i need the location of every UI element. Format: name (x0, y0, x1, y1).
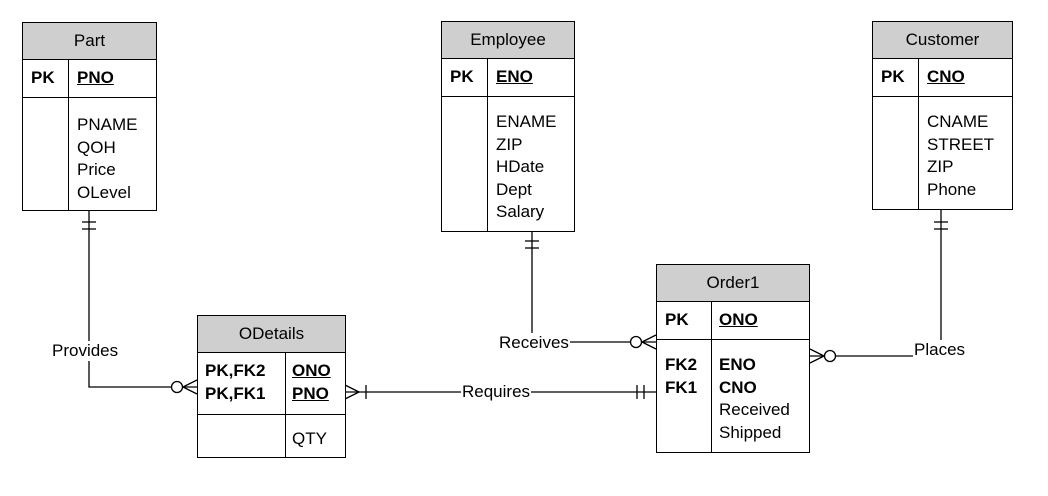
order1-fk-field-eno: ENO (719, 355, 756, 374)
employee-attributes: ENAME ZIP HDate Dept Salary (496, 111, 556, 224)
employee-attr-salary: Salary (496, 202, 545, 221)
part-attr-pname: PNAME (77, 115, 138, 134)
employee-attr-dept: Dept (496, 179, 532, 199)
part-attr-qoh: QOH (77, 137, 116, 157)
odetails-attributes: QTY (292, 428, 327, 451)
customer-attr-phone: Phone (927, 179, 977, 199)
receives-order-crowfoot (641, 334, 657, 350)
customer-attr-street: STREET (927, 134, 995, 154)
odetails-key-labels: PK,FK2 PK,FK1 (205, 360, 265, 405)
order1-entity[interactable]: Order1 PK ONO FK2 FK1 ENO CNO Received S… (656, 264, 810, 453)
odetails-title: ODetails (198, 316, 345, 353)
order1-pk-label: PK (665, 310, 689, 329)
employee-pk-label: PK (450, 67, 474, 86)
relationship-label-provides: Provides (51, 341, 120, 361)
customer-pk-field: CNO (927, 67, 965, 86)
employee-attr-ename: ENAME (496, 112, 557, 131)
order1-attributes: ENO CNO Received Shipped (719, 354, 790, 444)
order1-title: Order1 (657, 265, 809, 302)
customer-entity[interactable]: Customer PK CNO CNAME STREET ZIP Phone (872, 21, 1013, 210)
provides-odetails-circle (170, 380, 184, 394)
part-title: Part (23, 23, 156, 60)
order1-pk-field: ONO (719, 310, 758, 329)
employee-pk-field: ENO (496, 67, 533, 86)
receives-order-circle (629, 335, 643, 349)
order1-fk-labels: FK2 FK1 (665, 354, 697, 399)
order1-attr-received: Received (719, 400, 790, 419)
odetails-key-label-1: PK,FK2 (205, 361, 266, 380)
order1-attr-shipped: Shipped (719, 422, 782, 442)
customer-pk-label: PK (881, 67, 905, 86)
customer-attributes: CNAME STREET ZIP Phone (927, 111, 994, 201)
part-attributes: PNAME QOH Price OLevel (77, 114, 137, 204)
requires-odetails-crowfoot (344, 384, 360, 400)
relationship-label-receives: Receives (498, 333, 570, 353)
customer-attr-cname: CNAME (927, 112, 989, 131)
order1-fk1-label: FK1 (665, 377, 698, 397)
employee-attr-zip: ZIP (496, 134, 523, 154)
part-entity[interactable]: Part PK PNO PNAME QOH Price OLevel (22, 22, 157, 211)
odetails-key-label-2: PK,FK1 (205, 383, 266, 403)
relationship-label-places: Places (913, 340, 967, 360)
employee-title: Employee (442, 22, 574, 59)
customer-attr-zip: ZIP (927, 157, 954, 176)
order1-fk-field-cno: CNO (719, 377, 757, 397)
odetails-key-fields: ONO PNO (292, 360, 331, 405)
odetails-key-field-pno: PNO (292, 383, 329, 403)
relationship-label-requires: Requires (461, 382, 532, 402)
part-attr-price: Price (77, 160, 116, 179)
part-attr-olevel: OLevel (77, 182, 131, 202)
customer-title: Customer (873, 22, 1012, 59)
order1-fk2-label: FK2 (665, 355, 698, 374)
places-order-circle (823, 349, 837, 363)
provides-connector (88, 211, 197, 388)
receives-connector (531, 231, 656, 343)
employee-attr-hdate: HDate (496, 157, 545, 176)
places-connector (810, 210, 942, 357)
part-pk-label: PK (31, 68, 55, 87)
provides-odetails-crowfoot (182, 379, 198, 395)
places-order-crowfoot (809, 348, 825, 364)
part-pk-field: PNO (77, 68, 114, 87)
employee-entity[interactable]: Employee PK ENO ENAME ZIP HDate Dept Sal… (441, 21, 575, 232)
odetails-entity[interactable]: ODetails PK,FK2 PK,FK1 ONO PNO QTY (197, 315, 346, 458)
odetails-key-field-ono: ONO (292, 361, 331, 380)
odetails-attr-qty: QTY (292, 429, 327, 448)
